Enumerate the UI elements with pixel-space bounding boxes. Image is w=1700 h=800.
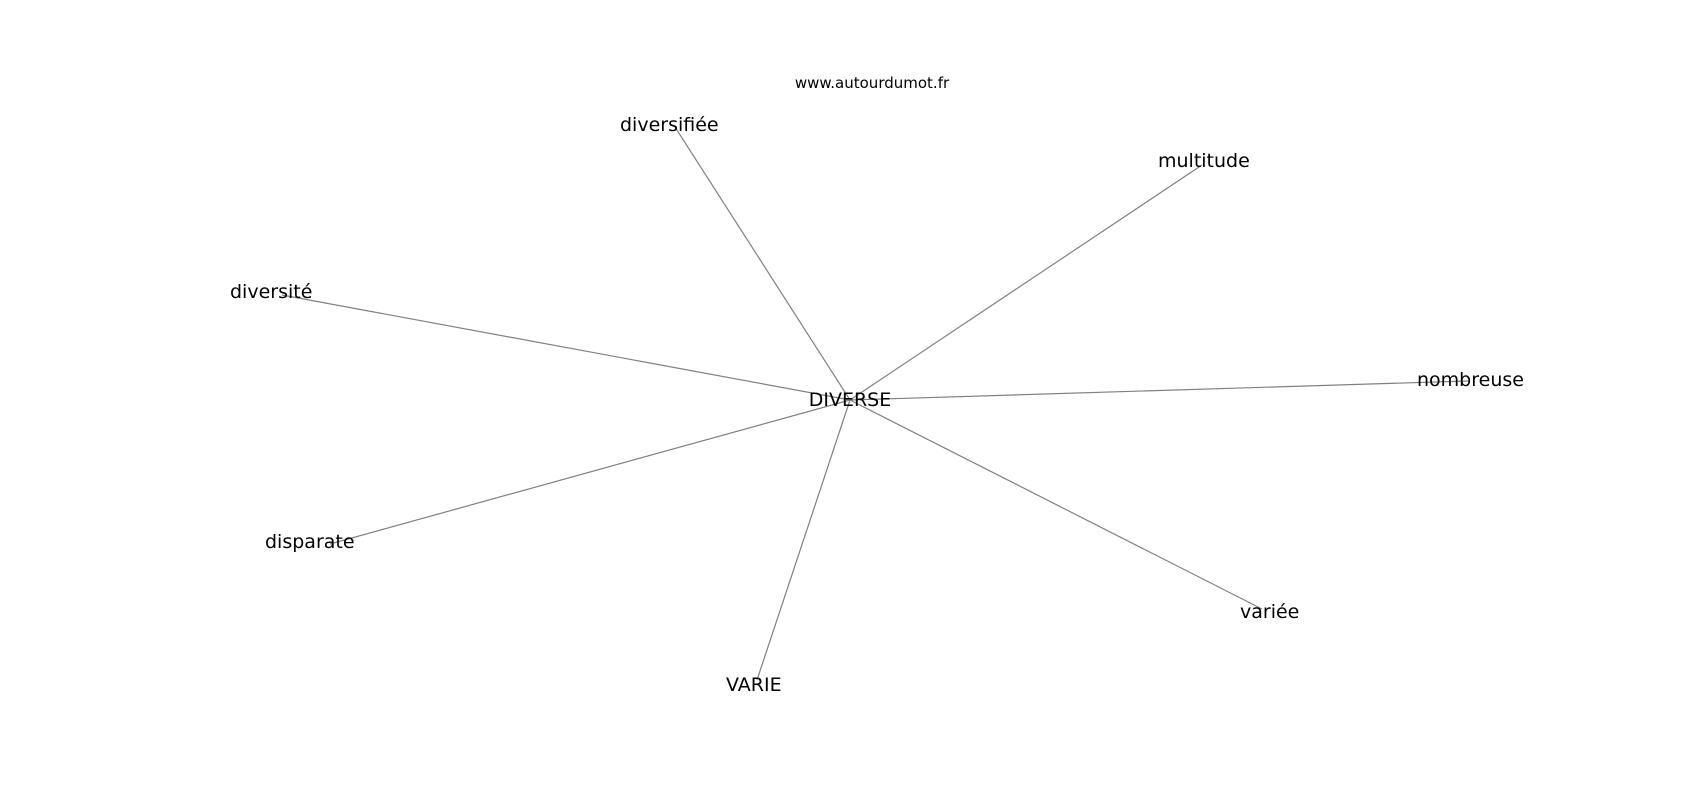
edge-diversifiee — [674, 126, 851, 401]
node-multitude: multitude — [1158, 150, 1250, 172]
edge-varie — [756, 399, 851, 681]
node-varie: VARIE — [726, 674, 782, 696]
edge-nombreuse — [849, 380, 1469, 401]
edge-diversite — [281, 294, 851, 401]
center-node: DIVERSE — [809, 389, 892, 411]
source-watermark: www.autourdumot.fr — [795, 74, 950, 92]
edge-disparate — [329, 399, 851, 545]
node-diversifiee: diversifiée — [620, 114, 719, 136]
node-diversite: diversité — [230, 281, 312, 303]
node-nombreuse: nombreuse — [1417, 369, 1524, 391]
edge-variee — [849, 399, 1263, 610]
node-disparate: disparate — [265, 531, 355, 553]
graph-edges — [281, 126, 1469, 681]
node-variee: variée — [1240, 601, 1299, 623]
edge-multitude — [849, 164, 1203, 401]
